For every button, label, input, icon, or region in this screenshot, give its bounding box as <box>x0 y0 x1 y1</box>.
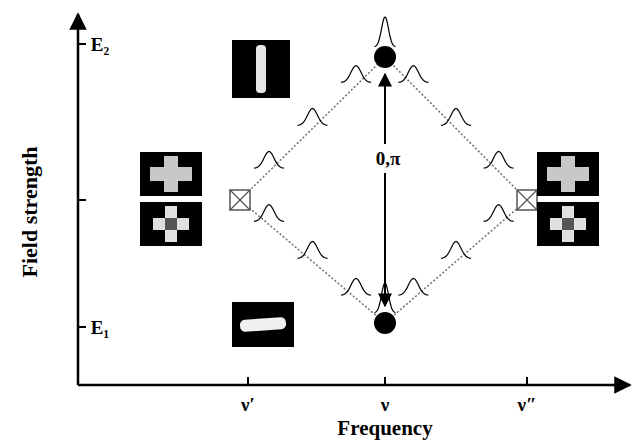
spectral-peak <box>441 109 471 126</box>
frequency-tick-label: ν″ <box>518 395 537 414</box>
frequency-tick-label: ν′ <box>241 395 255 414</box>
mode-image <box>232 302 294 347</box>
mode-image <box>140 202 202 246</box>
x-axis <box>78 384 630 387</box>
spectral-peak <box>375 17 396 47</box>
energy-level-label: E₂ <box>91 35 109 54</box>
spectral-peak <box>298 242 328 259</box>
phase-arrow <box>384 173 386 306</box>
phase-arrow <box>384 74 386 144</box>
phase-label: 0,π <box>376 149 401 168</box>
degenerate-point <box>374 312 396 334</box>
mode-image <box>537 152 599 196</box>
x-tick <box>526 377 528 385</box>
mode-image <box>140 152 202 196</box>
y-axis-title: Field strength <box>19 147 41 278</box>
spectral-peak <box>398 66 428 83</box>
spectral-peak <box>484 151 514 168</box>
x-tick <box>384 377 386 385</box>
mode-image <box>537 202 599 246</box>
crossing-square <box>230 190 250 210</box>
y-tick <box>78 199 86 201</box>
spectral-peak <box>254 151 284 168</box>
spectral-peak <box>484 205 514 222</box>
mode-image <box>232 40 290 98</box>
spectral-peak <box>441 242 471 259</box>
spectral-peak <box>298 109 328 126</box>
spectral-peak <box>341 278 371 295</box>
x-axis-title: Frequency <box>337 418 432 439</box>
frequency-tick-label: ν <box>381 395 390 414</box>
y-tick <box>78 43 86 45</box>
spectral-peak <box>254 205 284 222</box>
mode-path-dotted <box>385 200 527 323</box>
crossing-square <box>517 190 537 210</box>
mode-path-dotted <box>385 57 527 200</box>
degenerate-point <box>374 46 396 68</box>
spectral-peak <box>398 278 428 295</box>
energy-level-label: E₁ <box>91 318 109 337</box>
x-tick <box>247 377 249 385</box>
spectral-peak <box>341 66 371 83</box>
y-tick <box>78 326 86 328</box>
